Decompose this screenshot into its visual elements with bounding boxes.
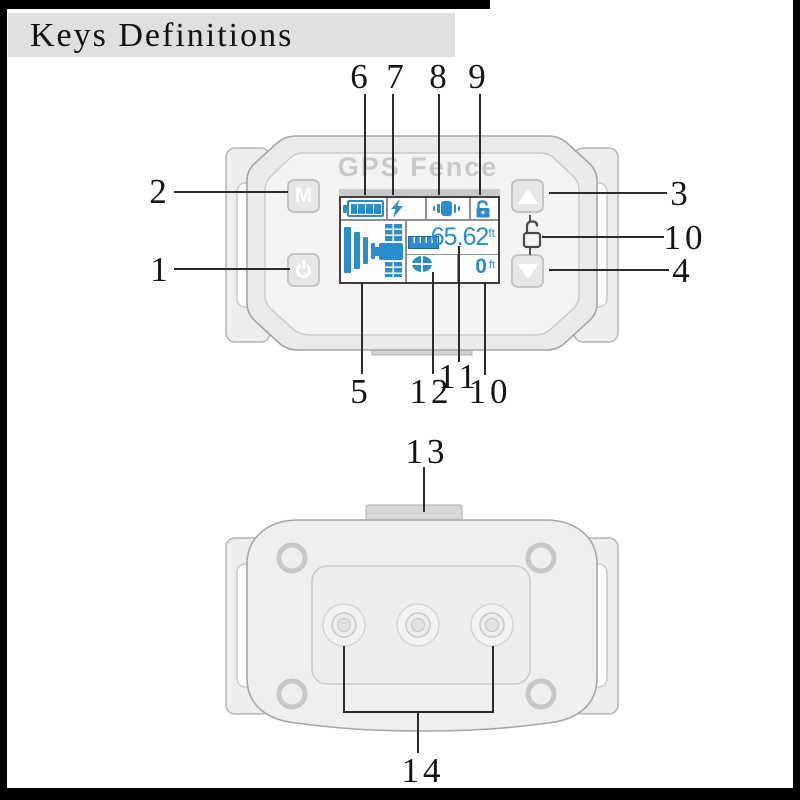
- down-button[interactable]: [511, 254, 544, 288]
- power-button[interactable]: [287, 253, 320, 287]
- boundary-readout: 0 ft: [475, 256, 495, 277]
- frame-top: [0, 0, 490, 9]
- callout-line-12: [432, 272, 434, 374]
- callout-2-mode: 2: [149, 172, 171, 211]
- screen-divider: [386, 198, 388, 219]
- callout-line-1: [174, 268, 290, 270]
- callout-13-charging: 13: [405, 432, 449, 471]
- callout-5-signal: 5: [350, 372, 372, 411]
- screen-divider: [341, 219, 498, 221]
- callout-line-6: [364, 94, 366, 195]
- boundary-value: 0: [475, 255, 487, 278]
- brand-text: GPS Fence: [337, 152, 499, 182]
- callout-line-4: [549, 269, 669, 271]
- distance-value: 65.62: [430, 223, 490, 251]
- distance-readout: 65.62 ft: [431, 225, 495, 250]
- power-icon: [296, 262, 311, 278]
- frame-bottom: [0, 788, 800, 800]
- lightning-icon: [391, 199, 403, 218]
- arrow-down-icon: [517, 263, 538, 279]
- callout-line-11: [458, 246, 460, 362]
- up-button[interactable]: [511, 179, 544, 213]
- mode-button[interactable]: M: [287, 179, 320, 213]
- contact-point: [322, 603, 366, 647]
- lock-icon: [476, 200, 490, 218]
- boundary-unit: ft: [488, 259, 495, 271]
- contact-point: [470, 603, 514, 647]
- battery-icon: [343, 200, 385, 218]
- callout-8-vibration: 8: [429, 57, 451, 96]
- callout-line-14-stem: [417, 711, 419, 753]
- callout-11-distance: 11: [438, 357, 480, 396]
- ruler-icon: [408, 236, 439, 249]
- callout-line-8: [438, 94, 440, 195]
- callout-line-2: [174, 191, 288, 193]
- callout-line-14-left: [343, 646, 345, 712]
- callout-line-10: [542, 236, 664, 238]
- callout-9-lock: 9: [468, 57, 490, 96]
- lock-combo-connector: [529, 248, 531, 255]
- callout-line-9: [479, 94, 481, 195]
- screw-hole: [276, 542, 308, 574]
- callout-3-up: 3: [670, 174, 692, 213]
- screw-hole: [525, 678, 557, 710]
- frame-left: [0, 0, 7, 800]
- arrow-up-icon: [517, 188, 538, 204]
- callout-14-contacts: 14: [401, 751, 445, 790]
- screen-divider: [405, 219, 407, 282]
- page-title: Keys Definitions: [30, 17, 294, 54]
- callout-line-14-right: [492, 646, 494, 712]
- vibration-icon: [428, 200, 464, 218]
- screen-bezel: [339, 189, 500, 197]
- callout-line-10b: [484, 282, 486, 375]
- screen-divider: [405, 253, 498, 255]
- callout-10b-keylock: 10: [468, 372, 512, 411]
- unlock-icon: [522, 220, 542, 249]
- lock-combo-connector: [529, 215, 531, 222]
- callout-10-keylock: 10: [663, 218, 707, 257]
- callout-line-7: [392, 94, 394, 195]
- callout-4-down: 4: [672, 251, 694, 290]
- mode-button-label: M: [294, 184, 313, 207]
- screen-divider: [457, 253, 459, 282]
- callout-line-3: [549, 192, 667, 194]
- screw-hole: [276, 678, 308, 710]
- charging-port: [365, 504, 463, 522]
- distance-unit: ft: [488, 226, 495, 240]
- callout-line-5: [361, 282, 363, 374]
- satellite-icon: [372, 223, 404, 279]
- screw-hole: [525, 542, 557, 574]
- contact-point: [396, 603, 440, 647]
- callout-7-shock: 7: [386, 57, 408, 96]
- lcd-screen: 65.62 ft 0 ft: [339, 196, 500, 284]
- frame-right: [793, 0, 800, 800]
- callout-12-fence: 12: [409, 372, 453, 411]
- callout-line-13: [423, 467, 425, 512]
- screen-divider: [469, 198, 471, 219]
- callout-1-power: 1: [150, 250, 172, 289]
- fence-circle-icon: [412, 256, 432, 272]
- callout-6-battery: 6: [350, 57, 372, 96]
- screen-divider: [425, 198, 427, 219]
- title-bar: Keys Definitions: [8, 13, 455, 57]
